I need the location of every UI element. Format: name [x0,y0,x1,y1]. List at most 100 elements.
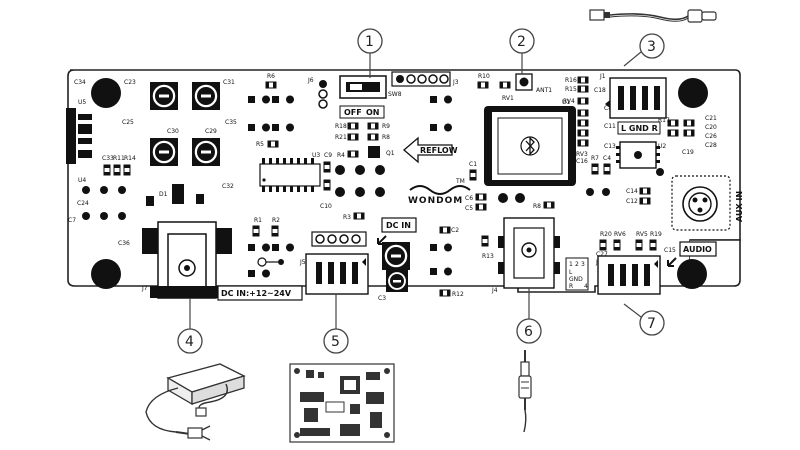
label-c28: C28 [705,142,717,149]
label-ant1: ANT1 [536,87,552,94]
label-c36: C36 [118,240,130,247]
label-c9: C9 [324,152,332,159]
capacitor-c12 [639,197,651,205]
label-r11: R11 [113,155,125,162]
via [82,212,90,220]
switch-on-label: ON [366,108,380,117]
capacitor-c9 [323,161,331,173]
capacitor-c28 [683,129,695,137]
label-r18: R18 [335,123,347,130]
callout-2: 2 [509,28,535,74]
transistor-q1 [368,146,380,158]
u5-pad-4 [78,150,92,158]
capacitor-c3 [381,241,411,271]
label-c14: C14 [626,188,638,195]
label-j6: J6 [307,77,314,84]
trimmer-rv1 [499,81,511,89]
u5-pad-2 [78,124,92,134]
via [355,187,365,197]
label-c19: C19 [682,149,694,156]
callout-4: 4 [177,298,203,354]
label-r5: R5 [256,141,264,148]
label-r21: R21 [335,134,347,141]
diode-d1 [172,184,184,204]
label-c2: C2 [451,227,459,234]
audio-jack-cable-icon [518,350,532,433]
callout-2-number: 2 [517,34,526,50]
label-u3: U3 [312,152,320,159]
dc-rating-box [217,285,303,301]
callout-4-number: 4 [185,334,194,350]
callout-3: 3 [623,33,665,67]
resistor-r21 [347,133,359,141]
label-r17: R17 [658,117,670,124]
via [375,165,385,175]
label-j5: J5 [299,259,306,266]
switch-label-box [339,105,385,119]
lgndr-box [617,121,661,135]
label-c31: C31 [223,79,235,86]
label-r20: R20 [600,231,612,238]
label-r9: R9 [382,123,390,130]
resistor-r10 [477,81,489,89]
callout-7-number: 7 [647,316,656,332]
label-c5: C5 [465,205,473,212]
via [515,193,525,203]
pin-2: 2 [575,261,579,268]
resistor [577,129,589,137]
header-j3 [391,71,451,87]
via [602,188,610,196]
mounting-hole-bl [91,259,121,289]
via [335,187,345,197]
u5-pad [78,114,92,120]
label-c32: C32 [222,183,234,190]
u5-pad-3 [78,138,92,144]
power-switch-sw8 [339,75,387,99]
capacitor-c21 [667,119,679,127]
capacitor-c1 [469,169,477,181]
label-c15: C15 [664,247,676,254]
dc-in-label: DC IN [386,221,411,230]
label-c16: C16 [576,158,588,165]
label-rv1: RV1 [502,95,514,102]
lgndr-label: L GND R [621,124,658,133]
callout-5-number: 5 [331,334,340,350]
resistor-r14 [113,164,121,176]
pin-l: L [569,269,573,276]
label-c21: C21 [705,115,717,122]
label-c1: C1 [469,161,477,168]
label-r8: R8 [533,203,541,210]
dc-in-box [381,217,417,233]
label-rv4: RV4 [563,98,575,105]
label-u5: U5 [78,99,86,106]
resistor-r1 [252,225,260,237]
wondom-logo-icon [409,185,471,195]
label-r8-top: R8 [382,134,390,141]
resistor-r9 [367,122,379,130]
capacitor-c5 [475,203,487,211]
label-j4: J4 [491,287,498,294]
header-4pin [311,231,367,247]
capacitor-c20 [683,119,695,127]
capacitor-c26 [667,129,679,137]
via [118,212,126,220]
label-c34: C34 [74,79,86,86]
via [656,168,664,176]
resistor-r8-b [543,201,555,209]
aux-in-label: AUX IN [735,191,744,222]
label-c6: C6 [465,195,473,202]
label-j3: J3 [452,79,459,86]
connector-j2 [597,255,661,295]
resistor-r16 [577,76,589,84]
audio-label: AUDIO [683,245,712,254]
label-c7: C7 [68,217,76,224]
label-c4: C4 [603,155,611,162]
pad [146,196,154,206]
resistor-r12 [439,289,451,297]
via [498,193,508,203]
label-r2: R2 [272,217,280,224]
bluetooth-icon [520,136,540,156]
via [586,188,594,196]
antenna-ant1 [515,73,533,91]
